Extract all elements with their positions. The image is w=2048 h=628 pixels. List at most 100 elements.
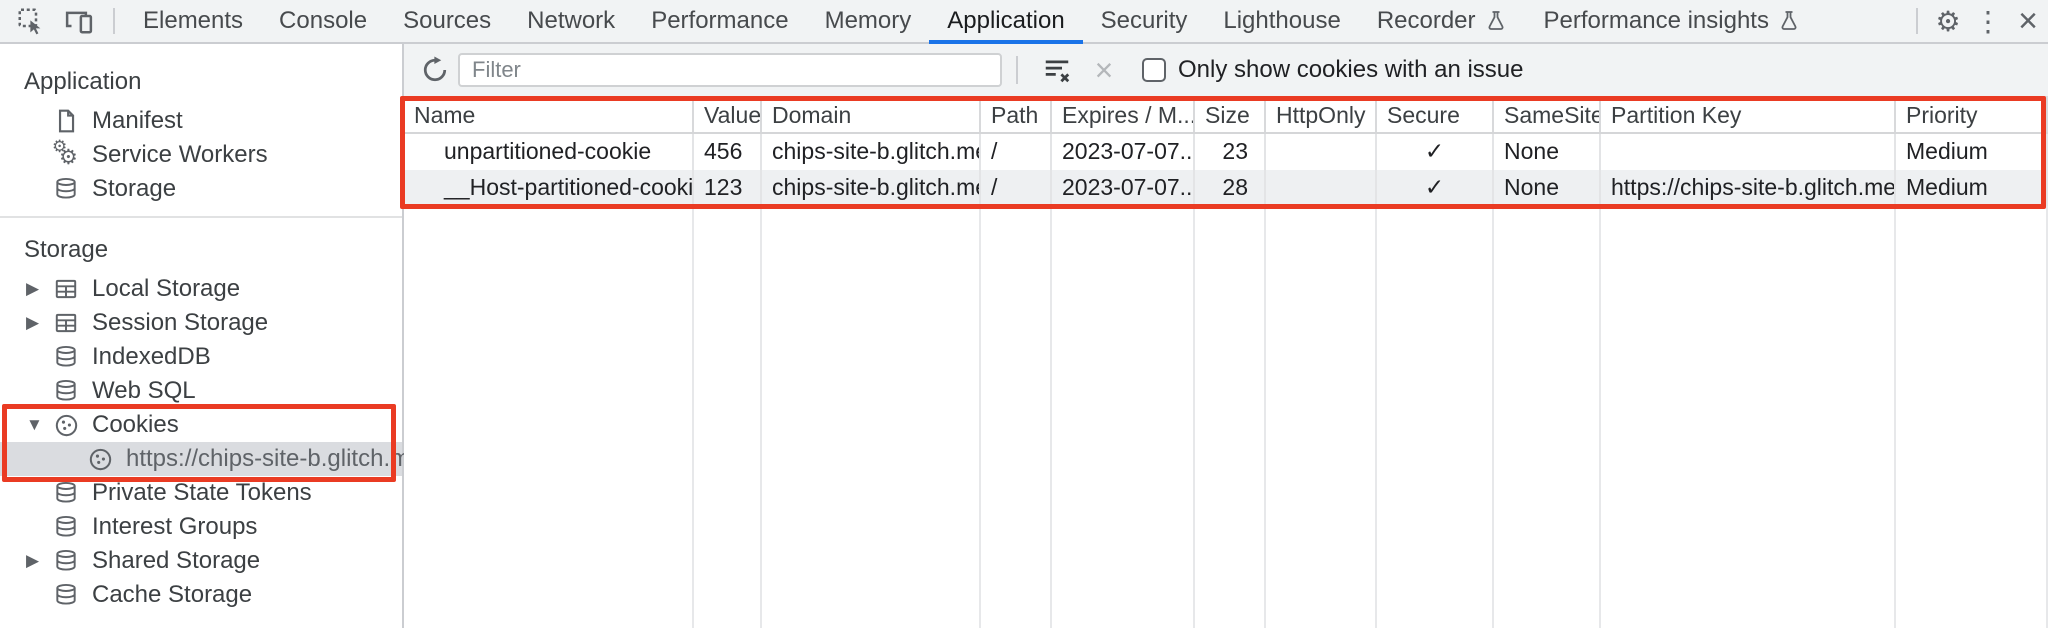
sidebar-item-shared-storage[interactable]: ▶ Shared Storage [0, 544, 402, 578]
sidebar-item-interest-groups[interactable]: Interest Groups [0, 510, 402, 544]
tab-lighthouse[interactable]: Lighthouse [1223, 7, 1341, 34]
column-header-priority[interactable]: Priority [1896, 98, 2048, 132]
cookie-icon [52, 411, 80, 439]
tab-performance-insights-label: Performance insights [1543, 7, 1769, 34]
table-row[interactable]: unpartitioned-cookie 456 chips-site-b.gl… [404, 134, 2048, 170]
table-grid-icon [52, 309, 80, 337]
cell-httponly [1266, 170, 1377, 206]
delete-selected-icon[interactable]: × [1094, 51, 1114, 88]
cell-expires: 2023-07-07... [1052, 134, 1195, 170]
tab-sources[interactable]: Sources [403, 7, 492, 34]
only-issue-checkbox[interactable] [1142, 58, 1166, 82]
manifest-document-icon [52, 107, 80, 135]
column-header-domain[interactable]: Domain [762, 98, 981, 132]
sidebar-item-manifest[interactable]: Manifest [0, 104, 402, 138]
tabbar-controls: ⚙ ⋮ × [1906, 0, 2048, 42]
chevron-right-icon[interactable]: ▶ [26, 551, 40, 570]
sidebar-item-indexeddb[interactable]: IndexedDB [0, 340, 402, 374]
table-row[interactable]: __Host-partitioned-cookie 123 chips-site… [404, 170, 2048, 206]
experiment-flask-icon [1484, 9, 1508, 33]
column-header-httponly[interactable]: HttpOnly [1266, 98, 1377, 132]
sidebar-item-local-storage[interactable]: ▶ Local Storage [0, 272, 402, 306]
cell-path: / [981, 134, 1052, 170]
tabbar-divider [113, 8, 115, 34]
cell-domain: chips-site-b.glitch.me [762, 134, 981, 170]
close-icon[interactable]: × [2018, 1, 2038, 40]
tab-performance[interactable]: Performance [651, 7, 789, 34]
sidebar-item-label: Storage [92, 175, 177, 202]
sidebar-section-application: Application [24, 68, 142, 95]
cell-name: unpartitioned-cookie [404, 134, 694, 170]
column-header-samesite[interactable]: SameSite [1494, 98, 1601, 132]
sidebar-item-label: Web SQL [92, 377, 196, 404]
cell-size: 23 [1195, 134, 1266, 170]
tab-performance-insights[interactable]: Performance insights [1526, 0, 1819, 42]
column-header-secure[interactable]: Secure [1377, 98, 1494, 132]
database-icon [52, 513, 80, 541]
cell-secure-checkmark: ✓ [1377, 134, 1494, 170]
sidebar-item-storage[interactable]: Storage [0, 172, 402, 206]
cell-path: / [981, 170, 1052, 206]
column-header-value[interactable]: Value [694, 98, 762, 132]
cookies-table: Name Value Domain Path Expires / M... Si… [404, 98, 2048, 628]
sidebar-item-cache-storage[interactable]: Cache Storage [0, 578, 402, 612]
chevron-down-icon[interactable]: ▼ [26, 415, 43, 434]
database-icon [52, 175, 80, 203]
device-toolbar-icon[interactable] [62, 0, 96, 42]
sidebar-item-web-sql[interactable]: Web SQL [0, 374, 402, 408]
sidebar-item-service-workers[interactable]: ⚙ ⚙ Service Workers [0, 138, 402, 172]
sidebar-item-session-storage[interactable]: ▶ Session Storage [0, 306, 402, 340]
tab-security[interactable]: Security [1100, 7, 1188, 34]
tab-application[interactable]: Application [929, 0, 1084, 44]
tab-memory[interactable]: Memory [824, 7, 912, 34]
column-header-name[interactable]: Name [404, 98, 694, 132]
cell-secure-checkmark: ✓ [1377, 170, 1494, 206]
clear-filter-icon[interactable] [1040, 55, 1074, 85]
cell-samesite: None [1494, 170, 1601, 206]
table-empty-area [404, 206, 2048, 628]
database-icon [52, 343, 80, 371]
cell-httponly [1266, 134, 1377, 170]
tab-recorder[interactable]: Recorder [1359, 0, 1526, 42]
chevron-right-icon[interactable]: ▶ [26, 279, 40, 298]
cell-expires: 2023-07-07... [1052, 170, 1195, 206]
sidebar-item-cookies[interactable]: ▼ Cookies [0, 408, 402, 442]
database-icon [52, 547, 80, 575]
chevron-right-icon[interactable]: ▶ [26, 313, 40, 332]
settings-gear-icon[interactable]: ⚙ [1935, 5, 1961, 37]
cell-size: 28 [1195, 170, 1266, 206]
experiment-flask-icon [1777, 9, 1801, 33]
refresh-icon[interactable] [412, 55, 458, 85]
tab-elements[interactable]: Elements [143, 7, 244, 34]
column-header-path[interactable]: Path [981, 98, 1052, 132]
sidebar-item-label: Cookies [92, 411, 179, 438]
only-issue-checkbox-label[interactable]: Only show cookies with an issue [1178, 56, 1524, 83]
column-header-partition-key[interactable]: Partition Key [1601, 98, 1896, 132]
column-header-size[interactable]: Size [1195, 98, 1266, 132]
cell-samesite: None [1494, 134, 1601, 170]
filter-input[interactable] [458, 53, 1002, 87]
tabbar-divider [1916, 8, 1918, 34]
cookies-pane: × Only show cookies with an issue Name V… [404, 44, 2048, 628]
tab-network[interactable]: Network [527, 7, 616, 34]
sidebar-item-label: Service Workers [92, 141, 268, 168]
sidebar-item-label: Cache Storage [92, 581, 253, 608]
sidebar-item-label: Interest Groups [92, 513, 258, 540]
tab-console[interactable]: Console [279, 7, 368, 34]
database-icon [52, 581, 80, 609]
service-workers-gears-icon: ⚙ ⚙ [52, 137, 78, 169]
cell-partition-key [1601, 134, 1896, 170]
inspect-element-icon[interactable] [14, 0, 48, 42]
cell-domain: chips-site-b.glitch.me [762, 170, 981, 206]
sidebar-item-label: Shared Storage [92, 547, 261, 574]
sidebar-item-cookies-origin[interactable]: https://chips-site-b.glitch.me [0, 442, 423, 476]
column-header-expires[interactable]: Expires / M... [1052, 98, 1195, 132]
database-icon [52, 479, 80, 507]
sidebar-item-label: Manifest [92, 107, 183, 134]
sidebar-divider [0, 216, 402, 218]
more-options-icon[interactable]: ⋮ [1974, 5, 2002, 37]
cell-priority: Medium [1896, 134, 2048, 170]
application-sidebar: Application Manifest ⚙ ⚙ Service Workers [0, 44, 423, 628]
sidebar-item-private-state-tokens[interactable]: Private State Tokens [0, 476, 402, 510]
